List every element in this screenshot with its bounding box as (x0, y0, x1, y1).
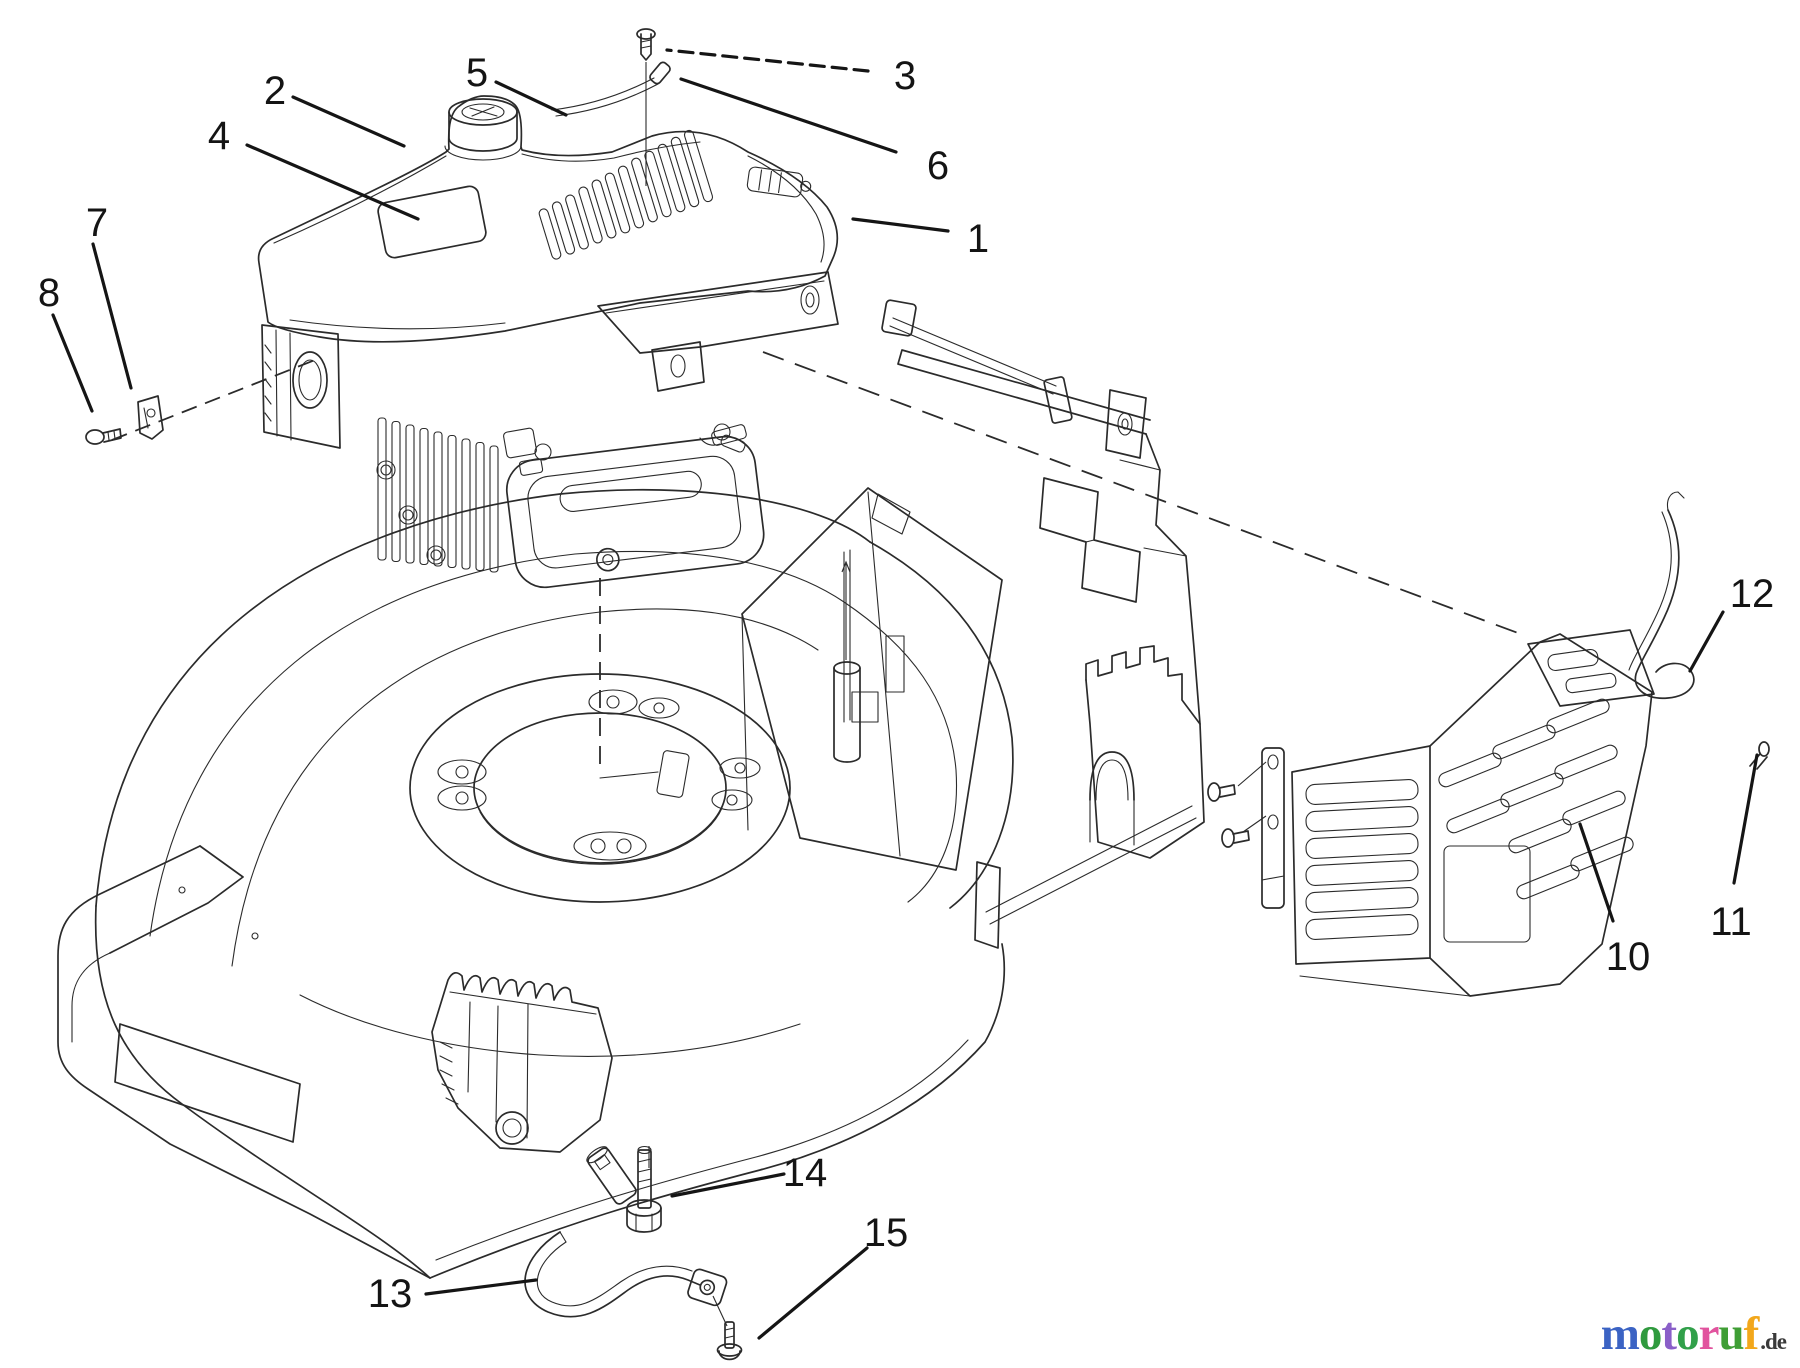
screw-part-11 (1749, 741, 1770, 770)
ground-strap-part-13 (524, 1231, 728, 1318)
baffle-panel (741, 487, 1003, 871)
logo-letter: o (1676, 1308, 1699, 1360)
rear-guard (1261, 629, 1655, 997)
alignment-lines (111, 351, 1527, 1327)
deck-side-bracket (431, 971, 613, 1153)
engine-assembly (257, 95, 839, 589)
guard-flange (1261, 747, 1285, 909)
leader-2 (291, 95, 406, 148)
callout-3: 3 (894, 54, 916, 98)
screw-part-15 (716, 1321, 743, 1361)
housing-right-wall (1039, 433, 1205, 859)
leader-13 (424, 1278, 538, 1296)
control-cable (1628, 491, 1695, 700)
leader-12 (1688, 610, 1725, 673)
callout-14: 14 (783, 1151, 828, 1195)
throttle-link-rod (881, 299, 1073, 424)
muffler (505, 435, 765, 589)
callout-13: 13 (368, 1272, 413, 1316)
logo-letter: r (1698, 1308, 1720, 1360)
callout-6: 6 (927, 144, 949, 188)
guard-top-bracket (1527, 629, 1655, 707)
mower-deck (57, 424, 1014, 1279)
leader-1 (851, 217, 950, 233)
spacer-part-14 (586, 1145, 662, 1233)
deck-pin (833, 560, 861, 763)
leader-6 (679, 77, 898, 154)
leader-3 (665, 48, 870, 73)
leader-14 (670, 1172, 786, 1198)
pivot-bracket (1105, 389, 1147, 459)
callout-numbers: 1 2 3 4 5 6 7 8 10 11 12 13 14 15 (38, 51, 1774, 1316)
cooling-fins (376, 417, 499, 573)
leader-7 (91, 242, 133, 390)
callout-2: 2 (264, 69, 286, 113)
callout-5: 5 (466, 51, 488, 95)
callout-12: 12 (1730, 572, 1775, 616)
callout-15: 15 (864, 1211, 909, 1255)
starter-detail (746, 166, 812, 198)
leader-15 (757, 1246, 869, 1340)
logo-letter: o (1638, 1308, 1662, 1360)
guard-left-slots (1305, 778, 1419, 941)
leader-4 (245, 143, 420, 221)
logo-suffix: .de (1760, 1329, 1787, 1354)
callout-10: 10 (1606, 935, 1651, 979)
cover-vent-slots (538, 129, 714, 260)
leader-11 (1732, 753, 1759, 885)
logo-letter: m (1600, 1308, 1640, 1360)
callout-leaders (51, 48, 1759, 1340)
logo-wordmark: motoruf (1600, 1308, 1760, 1360)
callout-8: 8 (38, 271, 60, 315)
fuel-cap (444, 98, 522, 161)
clip-part-7 (137, 395, 164, 440)
guard-right-slats (1438, 698, 1634, 943)
callout-1: 1 (967, 217, 989, 261)
bolt-part-8 (85, 428, 122, 445)
callout-11: 11 (1710, 900, 1752, 944)
screw-part-3 (636, 28, 656, 186)
leader-8 (51, 313, 94, 413)
engine-mounting-plate (597, 271, 839, 392)
leader-10 (1578, 822, 1615, 923)
deck-clip-detail (699, 424, 747, 446)
logo-letter: t (1661, 1308, 1677, 1360)
mounting-bosses (437, 689, 761, 861)
deck-bumper (57, 845, 431, 1279)
motoruf-watermark-link[interactable]: motoruf .de (1600, 1308, 1787, 1360)
logo-letter: u (1718, 1308, 1744, 1360)
carburetor (503, 427, 552, 476)
housing-foot (974, 805, 1197, 949)
callout-7: 7 (86, 201, 108, 245)
rear-housing (741, 299, 1205, 949)
spindle-ring (409, 673, 791, 903)
crankcase-left-panel (261, 324, 341, 449)
leader-5 (494, 80, 568, 117)
rod-part-6 (551, 61, 671, 117)
callout-4: 4 (208, 114, 230, 158)
engine-cover (257, 95, 839, 343)
engine-label-patch (377, 185, 487, 259)
guard-screws (1207, 761, 1267, 848)
logo-letter: f (1743, 1308, 1760, 1360)
